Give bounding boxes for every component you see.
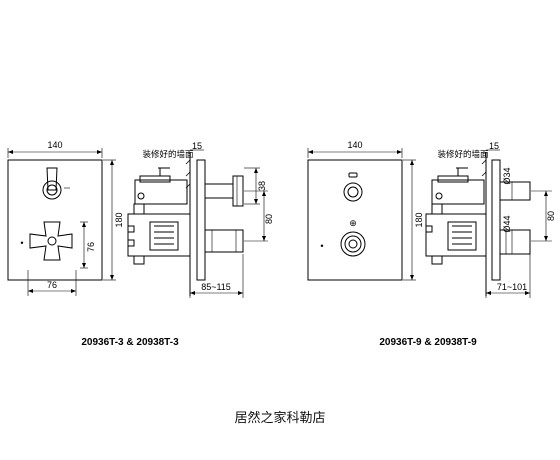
- svg-text:•: •: [320, 241, 323, 251]
- right-lower-knob: [340, 231, 366, 257]
- svg-text:•: •: [20, 238, 23, 248]
- left-wall-offset: 15: [192, 141, 202, 151]
- right-upper-knob-side: [499, 181, 531, 201]
- right-dia-34: Ø34: [502, 167, 512, 184]
- right-valve-upper: [431, 179, 485, 205]
- left-knob-side: [204, 229, 244, 253]
- right-wall-offset: 15: [489, 141, 499, 151]
- left-lever-side: [204, 183, 234, 199]
- left-height-dim: 180: [114, 212, 124, 227]
- left-width-dim: 140: [47, 140, 62, 150]
- right-width-dim: 140: [347, 140, 362, 150]
- left-76-horizontal-dim: 76: [47, 280, 57, 290]
- left-cross-handle: [29, 221, 73, 261]
- left-depth-dim: 85~115: [201, 282, 231, 292]
- right-depth-dim: 71~101: [497, 282, 527, 292]
- right-wall-label: 装修好的墙面: [437, 149, 489, 160]
- right-height-dim: 180: [414, 212, 424, 227]
- left-76-vertical-dim: 76: [86, 242, 96, 252]
- left-80-dim: 80: [264, 214, 274, 224]
- right-dia-44: Ø44: [502, 215, 512, 232]
- left-plate-side: [196, 159, 206, 281]
- left-front-view: 140 • 76 76 180: [7, 140, 124, 296]
- right-front-view: 140 ⊕ • 180: [307, 140, 424, 281]
- right-side-view: 装修好的墙面 15 Ø34 Ø44: [379, 141, 556, 348]
- left-lever-handle: [46, 167, 58, 191]
- store-footer: 居然之家科勒店: [234, 411, 326, 426]
- right-upper-knob: [343, 182, 363, 202]
- left-valve-lower: [127, 213, 191, 257]
- left-side-view: 装修好的墙面 15: [81, 141, 274, 348]
- right-valve-lower: [425, 213, 487, 257]
- right-plate-side: [491, 159, 501, 281]
- right-80-dim: 80: [546, 211, 556, 221]
- left-wall-label: 装修好的墙面: [142, 149, 194, 160]
- left-lever-rosette: [42, 180, 62, 200]
- left-38-dim: 38: [257, 181, 267, 191]
- left-valve-upper: [134, 179, 188, 205]
- right-lower-knob-side: [499, 229, 531, 255]
- svg-text:⊕: ⊕: [349, 218, 357, 228]
- left-plate: [7, 159, 103, 281]
- right-model-label: 20936T-9 & 20938T-9: [379, 337, 477, 348]
- left-model-label: 20936T-3 & 20938T-3: [81, 337, 179, 348]
- right-plate: [307, 159, 403, 281]
